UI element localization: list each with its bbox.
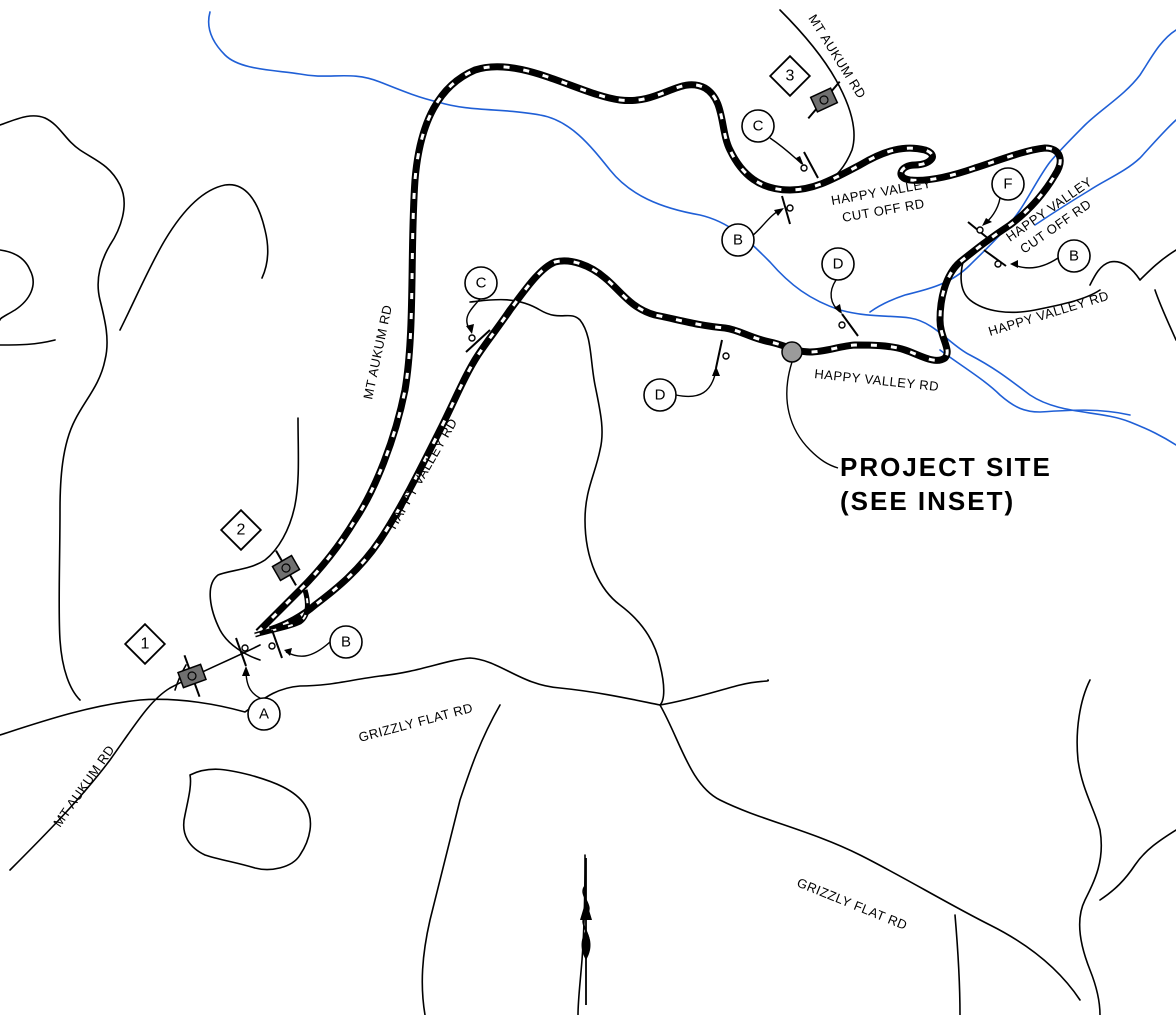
sign-post-b-west (271, 629, 283, 659)
callout-f (991, 167, 1025, 201)
leader-d-west (675, 369, 717, 397)
callout-f-label: F (1003, 176, 1012, 193)
label-grizzly-flat-rd-south: GRIZZLY FLAT RD (795, 875, 910, 933)
sign-mount-c-west (468, 334, 476, 342)
sign-mount-b-east (994, 260, 1002, 268)
label-happy-valley-rd-center: HAPPY VALLEY RD (814, 366, 940, 394)
terrain-east-3 (1076, 679, 1103, 1015)
road-network (0, 9, 1176, 1015)
sign-mount-d-center (838, 321, 846, 329)
sign-post-b-north (781, 195, 791, 225)
route-spur-dash (254, 589, 309, 636)
station-marker-1 (177, 654, 207, 698)
label-mt-aukum-rd-mid: MT AUKUM RD (360, 303, 395, 400)
callout-a-label: A (259, 706, 269, 723)
leader-c-west (466, 297, 482, 331)
terrain-south-center (469, 298, 665, 706)
sign-mount-c-north (800, 164, 808, 172)
label-grizzly-flat-rd-west: GRIZZLY FLAT RD (357, 700, 475, 745)
route-loop-outline (255, 63, 1064, 635)
callout-b-east-label: B (1069, 248, 1079, 265)
label-happy-valley-rd-east: HAPPY VALLEY RD (986, 288, 1110, 339)
mt-aukum-rd-southwest (9, 644, 261, 871)
diamond-2-label: 2 (237, 522, 246, 539)
terrain-south-east-ridge (659, 679, 769, 706)
leader-b-east (1011, 257, 1059, 269)
terrain-east-2 (1154, 289, 1176, 341)
sign-mount-f (976, 226, 984, 234)
stream-northeast (869, 29, 1176, 313)
leader-c-north (769, 137, 803, 165)
signs (235, 151, 1007, 667)
terrain-west-3 (0, 339, 56, 346)
label-mt-aukum-rd-bottom: MT AUKUM RD (50, 742, 118, 829)
terrain-south-center-line (421, 704, 501, 1015)
sign-mount-b-west (268, 642, 276, 650)
diamond-3-label: 3 (786, 68, 795, 85)
project-site-subtitle: (SEE INSET) (840, 486, 1015, 516)
stream-north (207, 11, 1176, 446)
terrain-west-1 (0, 115, 125, 701)
mt-aukum-rd-north (779, 9, 855, 187)
callout-a (247, 697, 281, 731)
leader-b-north (751, 209, 781, 237)
sign-post-d-center (841, 313, 859, 337)
callout-d-center-label: D (833, 256, 844, 273)
sign-post-a (235, 637, 247, 667)
diamond-1: 1 (123, 622, 167, 666)
callout-c-west (464, 266, 498, 300)
sign-post-d-west (715, 339, 723, 369)
project-site-leader (786, 361, 839, 469)
sign-post-c-north (803, 151, 819, 179)
callout-d-west (643, 378, 677, 412)
happy-valley-rd-east-tail (960, 254, 1101, 314)
callouts: A B C D D C B F (242, 109, 1091, 731)
terrain-south-west-blob (183, 768, 312, 871)
terrain-bottom-stem (577, 854, 586, 1015)
leader-b-west (285, 641, 331, 657)
callout-b-west-label: B (341, 634, 351, 651)
callout-d-west-label: D (655, 387, 666, 404)
diamond-1-label: 1 (141, 636, 150, 653)
terrain-west-2 (0, 249, 34, 321)
callout-c-west-label: C (476, 275, 487, 292)
diamond-3: 3 (768, 54, 812, 98)
stream-east (1034, 119, 1176, 226)
terrain-upper-west (119, 183, 269, 331)
terrain-east-5 (954, 914, 961, 1015)
sign-mount-d-west (722, 352, 730, 360)
diamond-2: 2 (219, 508, 263, 552)
waterways (207, 11, 1176, 446)
sign-post-b-east (983, 249, 1007, 267)
stream-southeast (939, 349, 1131, 416)
terrain-mid-west (209, 417, 300, 661)
callout-b-east (1057, 239, 1091, 273)
callout-c-north-label: C (753, 118, 764, 135)
callout-b-north (721, 223, 755, 257)
callout-d-center (821, 247, 855, 281)
label-mt-aukum-rd-top: MT AUKUM RD (805, 12, 869, 102)
detour-route (254, 63, 1064, 638)
terrain-east-1 (1089, 249, 1176, 286)
sign-mount-b-north (786, 204, 794, 212)
callout-b-north-label: B (733, 232, 743, 249)
north-arrow-icon (580, 858, 592, 1005)
terrain-east-4 (1099, 829, 1176, 901)
sign-mount-a (241, 644, 249, 652)
project-site-dot (781, 341, 803, 363)
project-site-marker: PROJECT SITE (SEE INSET) (781, 341, 1052, 516)
project-site-title: PROJECT SITE (840, 452, 1052, 482)
sign-post-c-west (465, 329, 491, 353)
station-diamonds: 1 2 3 (123, 54, 812, 666)
callout-c-north (741, 109, 775, 143)
grizzly-flat-rd (0, 657, 1081, 1001)
station-marker-2 (271, 550, 301, 586)
callout-b-west (329, 625, 363, 659)
station-markers (177, 80, 841, 698)
station-marker-3 (807, 80, 841, 120)
